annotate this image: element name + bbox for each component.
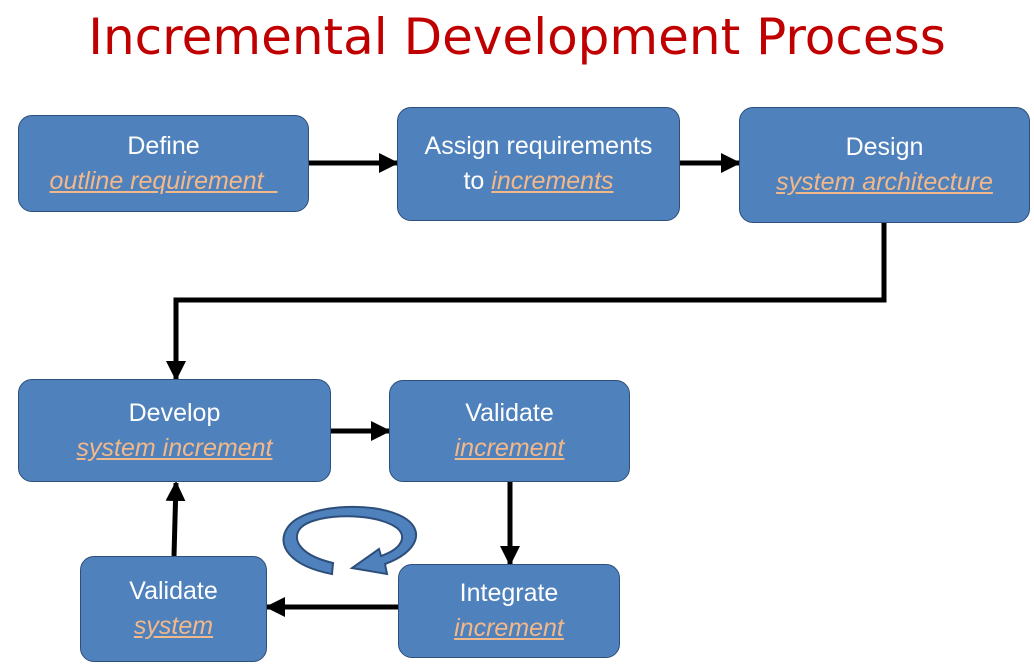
step-assign: Assign requirements to increments — [397, 107, 680, 221]
arrow-validate-system-to-develop — [165, 481, 186, 557]
step-assign-title: Assign requirements — [424, 132, 653, 160]
step-develop-title: Develop — [128, 398, 221, 427]
step-assign-subtitle: increments — [491, 167, 614, 195]
step-develop-subtitle: system increment — [76, 433, 273, 462]
step-design-title: Design — [845, 133, 924, 161]
step-assign-prefix: to — [463, 167, 492, 195]
step-define-subtitle: outline requirement — [49, 166, 278, 195]
step-define: Define outline requirement — [18, 115, 309, 212]
step-define-title: Define — [127, 131, 200, 160]
step-validate-increment-title: Validate — [465, 399, 554, 427]
step-integrate-title: Integrate — [459, 579, 559, 607]
step-validate-system-subtitle: system — [133, 612, 214, 640]
step-design-subtitle: system architecture — [776, 168, 993, 196]
arrow-design-to-develop — [166, 223, 887, 381]
step-validate-increment-subtitle: increment — [454, 434, 565, 462]
step-integrate: Integrate increment — [398, 564, 620, 658]
step-develop: Develop system increment — [18, 379, 331, 482]
step-design: Design system architecture — [739, 107, 1030, 223]
step-validate-increment: Validate increment — [389, 380, 630, 482]
circular-arrow-icon — [282, 505, 418, 576]
step-validate-system-title: Validate — [129, 577, 218, 605]
page-title: Incremental Development Process — [88, 8, 946, 66]
step-validate-system: Validate system — [80, 556, 267, 662]
step-integrate-subtitle: increment — [454, 614, 564, 642]
